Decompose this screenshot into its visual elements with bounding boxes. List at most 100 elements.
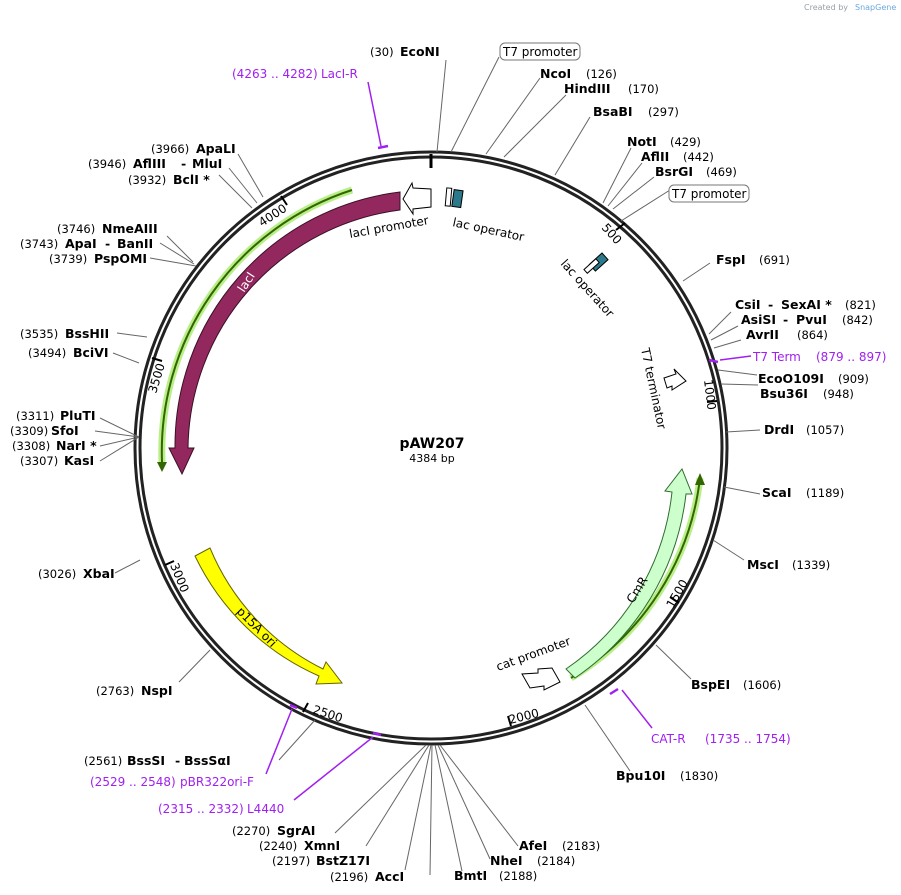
site-afliii2-name: AflIII: [133, 156, 166, 171]
site-nari-name: NarI *: [56, 438, 97, 453]
site-aflii-name: AflII: [641, 149, 669, 164]
leader-lines: [94, 56, 761, 876]
site-pluti-name: PluTI: [60, 408, 96, 423]
svg-text:-: -: [181, 156, 186, 171]
site-fspi-name: FspI: [716, 252, 746, 267]
primer-t7-term-name: T7 Term: [752, 350, 801, 364]
site-sfoi-pos: (3309): [10, 424, 48, 438]
site-drdi-pos: (1057): [806, 423, 844, 437]
site-aflii-pos: (442): [683, 150, 714, 164]
site-hindiii-pos: (170): [628, 82, 659, 96]
site-bpu10i-name: Bpu10I: [616, 768, 665, 783]
site-nhei-pos: (2184): [537, 854, 575, 868]
site-afei-pos: (2183): [562, 839, 600, 853]
svg-text:-: -: [768, 297, 773, 312]
tick-label-500: 500: [599, 221, 625, 247]
svg-text:-: -: [105, 236, 110, 251]
cat-promoter-arrow: [521, 667, 561, 691]
site-bsshii-pos: (3535): [20, 327, 58, 341]
site-asisi-pos: (842): [842, 313, 873, 327]
site-ecoo109i-name: EcoO109I: [758, 371, 824, 386]
svg-text:-: -: [783, 312, 788, 327]
site-bsssi-name: BssSI: [127, 753, 165, 768]
t7-promoter-label-1: T7 promoter: [502, 45, 578, 59]
site-msci-name: MscI: [747, 557, 779, 572]
site-bcivi-name: BciVI: [73, 345, 109, 360]
site-bpu10i-pos: (1830): [680, 769, 718, 783]
backbone-outer: [133, 150, 729, 746]
t7-terminator-label: T7 terminator: [638, 346, 669, 431]
p15a-ori-label: p15A ori: [234, 604, 280, 650]
site-bcli-name: BclI *: [173, 172, 210, 187]
primer-cat-r-name: CAT-R: [651, 732, 686, 746]
site-kasi-pos: (3307): [20, 454, 58, 468]
site-bstz17i-name: BstZ17I: [316, 853, 370, 868]
site-sgrai-name: SgrAI: [277, 823, 315, 838]
primer-pbr322-name: pBR322ori-F: [180, 775, 254, 789]
site-bsrgi-name: BsrGI: [655, 164, 693, 179]
site-msci-pos: (1339): [792, 558, 830, 572]
site-nmeaiii-pos: (3746): [57, 222, 95, 236]
snapgene-logo: SnapGene: [855, 3, 896, 12]
site-banii-name: BanII: [117, 236, 153, 251]
site-sexai-name: SexAI *: [781, 297, 832, 312]
site-avrii-name: AvrII: [746, 327, 779, 342]
site-pspomi-name: PspOMI: [94, 251, 147, 266]
laci-promoter-arrow: [402, 181, 432, 216]
site-ncoi-name: NcoI: [540, 66, 571, 81]
site-bmti-pos: (2188): [499, 869, 537, 883]
site-bsabi-name: BsaBI: [593, 104, 633, 119]
site-afei-name: AfeI: [519, 838, 547, 853]
site-xbai-pos: (3026): [38, 567, 76, 581]
site-pluti-pos: (3311): [16, 409, 54, 423]
site-hindiii-name: HindIII: [564, 81, 611, 96]
site-bsssi-pos: (2561): [84, 754, 122, 768]
site-xbai-name: XbaI: [83, 566, 115, 581]
site-mlui-name: MluI: [192, 156, 222, 171]
lac-operator-box-1b: [451, 188, 464, 209]
site-nmeaiii-name: NmeAIII: [102, 221, 158, 236]
site-csii-name: CsiI: [735, 297, 761, 312]
site-sgrai-pos: (2270): [232, 824, 270, 838]
site-pspomi-pos: (3739): [49, 252, 87, 266]
site-econi-pos: (30): [370, 45, 394, 59]
site-scai-name: ScaI: [762, 485, 792, 500]
primer-laci-r-name: LacI-R: [321, 67, 358, 81]
cmr-feature-arrow: [565, 468, 693, 679]
site-bsu36i-pos: (948): [823, 387, 854, 401]
t7-terminator-arrow: [663, 368, 687, 391]
site-xmni-name: XmnI: [304, 838, 340, 853]
site-avrii-pos: (864): [797, 328, 828, 342]
site-bstz17i-pos: (2197): [272, 854, 310, 868]
site-kasi-name: KasI: [64, 453, 94, 468]
site-bsrgi-pos: (469): [706, 165, 737, 179]
primer-cat-r-range: (1735 .. 1754): [705, 732, 791, 746]
site-econi-name: EcoNI: [400, 44, 440, 59]
p15a-ori-arrow: [194, 547, 343, 685]
primer-l4440-range: (2315 .. 2332): [158, 802, 244, 816]
site-noti-name: NotI: [627, 134, 657, 149]
site-acci-name: AccI: [375, 869, 404, 884]
primer-l4440-name: L4440: [247, 802, 284, 816]
site-nhei-name: NheI: [490, 853, 523, 868]
site-scai-pos: (1189): [806, 486, 844, 500]
site-bcli-pos: (3932): [128, 173, 166, 187]
site-bsssai-name: BssSαI: [184, 753, 231, 768]
site-bcivi-pos: (3494): [28, 346, 66, 360]
lac-operator-box-2a: [583, 258, 600, 274]
site-csii-pos: (821): [845, 298, 876, 312]
t7-promoter-label-2: T7 promoter: [671, 187, 747, 201]
t7-promoter-box-2: [668, 184, 750, 203]
tick-label-3500: 3500: [145, 362, 167, 395]
lac-operator-label-1: lac operator: [451, 215, 525, 244]
site-asisi-name: AsiSI: [741, 312, 776, 327]
cmr-orf-arrowhead: [695, 473, 705, 485]
site-nspi-name: NspI: [141, 683, 173, 698]
site-pvui-name: PvuI: [796, 312, 827, 327]
site-bsshii-name: BssHII: [65, 326, 109, 341]
lac-operator-box-1a: [444, 187, 453, 207]
site-ecoo109i-pos: (909): [838, 372, 869, 386]
site-xmni-pos: (2240): [259, 839, 297, 853]
site-bspei-pos: (1606): [743, 678, 781, 692]
